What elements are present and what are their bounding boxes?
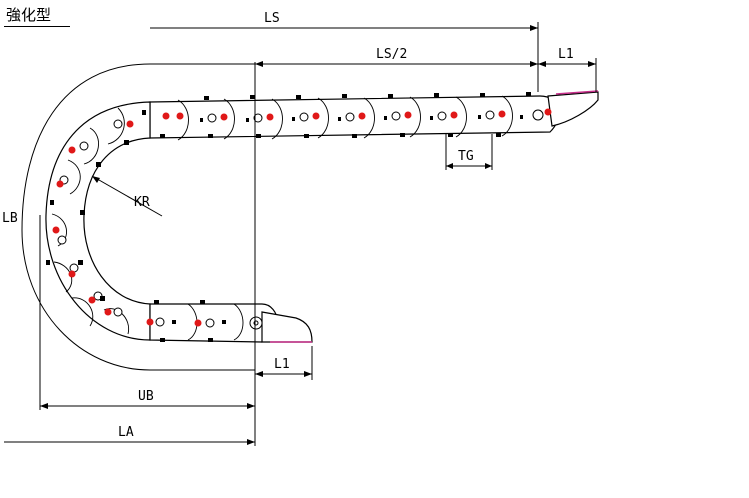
la-label: LA: [118, 425, 134, 440]
chain-body: [45, 95, 560, 343]
ls-half-label: LS/2: [376, 47, 407, 62]
tg-label: TG: [458, 149, 474, 164]
title-underline: [4, 26, 70, 27]
lb-label: LB: [2, 211, 18, 226]
chain-markers: [46, 92, 531, 342]
ls-label: LS: [264, 11, 280, 26]
ub-label: UB: [138, 389, 154, 404]
diagram-title: 強化型: [6, 6, 52, 24]
top-mounting-bracket: [547, 90, 599, 127]
bottom-mounting-bracket: [261, 311, 313, 343]
chain-outer-envelope: [21, 63, 255, 371]
chain-pins: [52, 108, 552, 330]
chain-links-top: [177, 95, 513, 141]
kr-radius-line: [91, 175, 163, 217]
l1-bottom-label: L1: [274, 357, 290, 372]
l1-top-label: L1: [558, 47, 574, 62]
kr-label: KR: [134, 195, 150, 210]
